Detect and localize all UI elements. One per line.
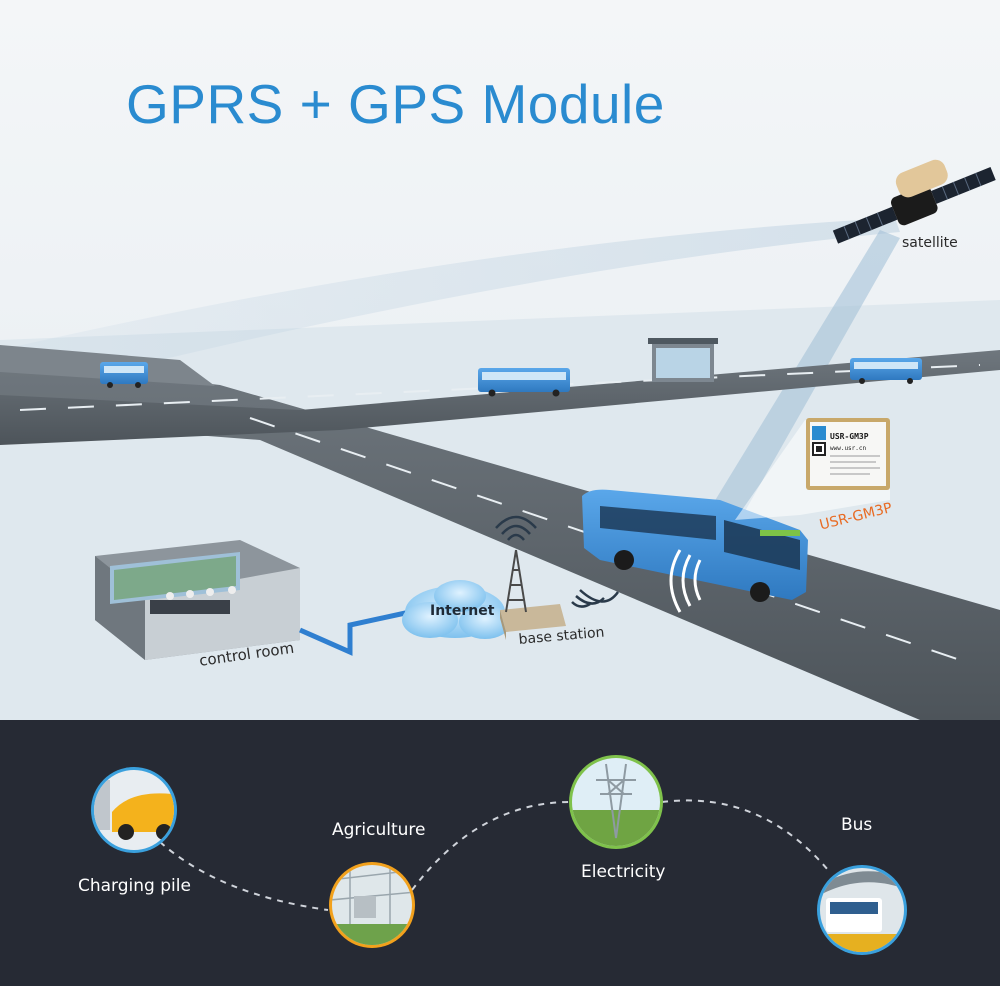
app-label-charging-pile: Charging pile [78,876,191,896]
bus-shelter [648,338,718,382]
app-label-bus: Bus [841,815,873,835]
internet-label: Internet [430,603,495,619]
network-diagram-scene: GPRS + GPS Module satellite control room… [0,0,1000,720]
bus-small-2 [478,368,570,397]
page-title: GPRS + GPS Module [126,73,665,135]
chip-name-text: USR-GM3P [830,432,869,441]
satellite-label: satellite [902,235,958,251]
module-chip [806,418,890,490]
road-cross [0,350,1000,445]
charging-car-icon [91,767,177,853]
power-tower-icon [569,755,663,849]
chip-url-text: www.usr.cn [830,445,867,452]
network-cable [298,609,411,656]
applications-graphics [91,755,907,955]
bus-small-1 [100,362,148,388]
applications-band: Charging pile Agriculture Electricity Bu… [0,720,1000,986]
control-room [95,540,300,660]
road-main [0,360,1000,720]
greenhouse-icon [329,862,415,948]
app-label-electricity: Electricity [581,862,666,882]
satellite-beam [0,218,900,400]
internet-cloud-icon [402,580,511,639]
satellite-icon [832,159,996,244]
scene-graphics [0,159,1000,720]
bus-small-3 [850,358,922,384]
connector-path [159,799,829,911]
app-label-agriculture: Agriculture [332,820,426,840]
bus-station-icon [817,865,907,955]
base-station-icon [495,515,620,640]
